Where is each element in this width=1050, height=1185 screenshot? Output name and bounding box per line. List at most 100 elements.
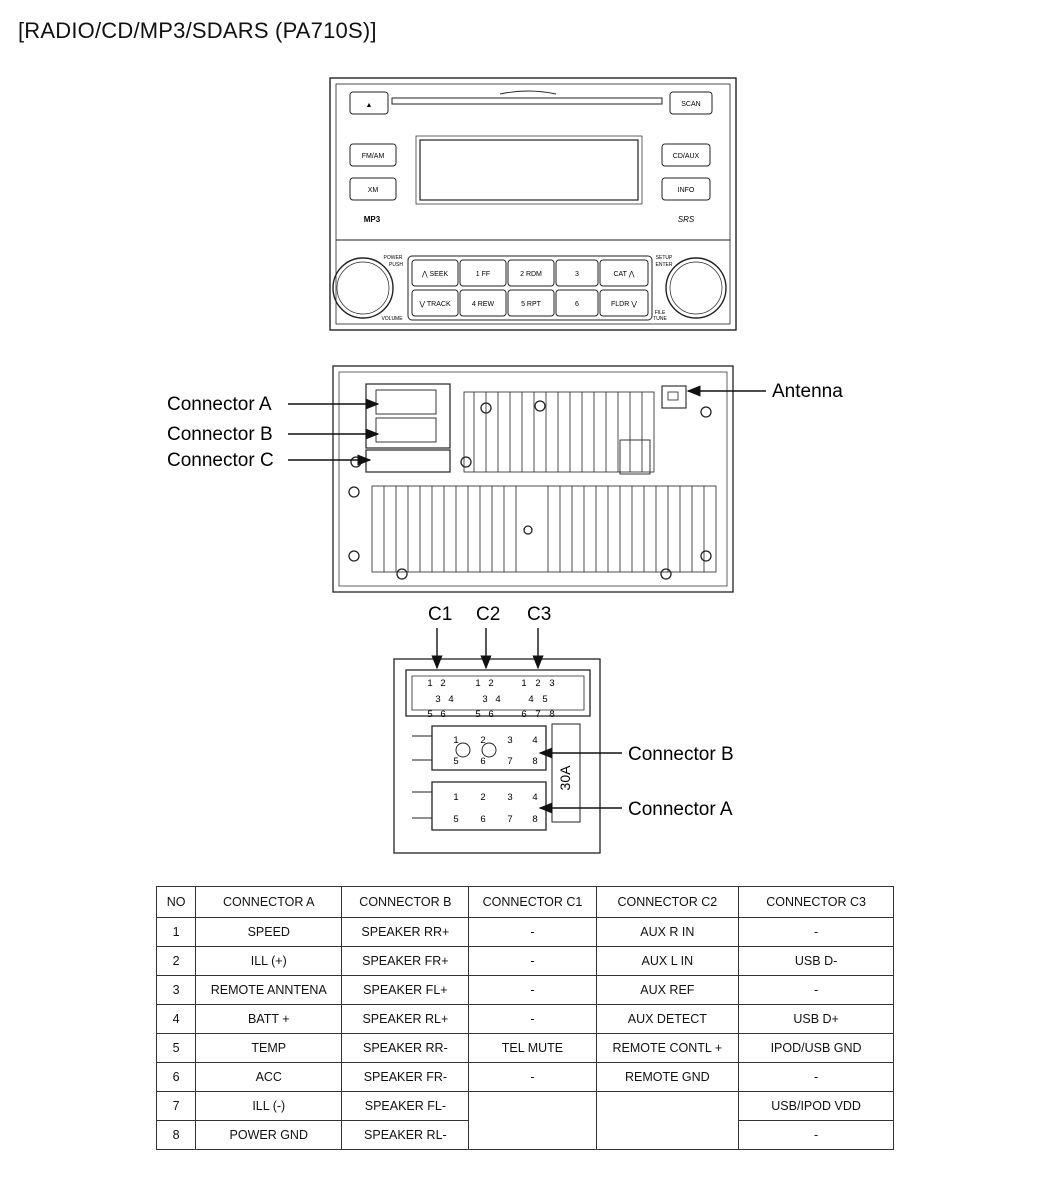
preset-1-label: 1 FF xyxy=(476,271,490,278)
fuse-label: 30A xyxy=(557,765,573,791)
cell-c2-empty xyxy=(595,1091,740,1150)
cell-no: 8 xyxy=(155,1120,197,1150)
preset-3-button[interactable]: 3 xyxy=(555,259,599,287)
srs-logo: SRS xyxy=(678,215,695,224)
connector-b-label: Connector B xyxy=(167,424,273,445)
svg-text:5: 5 xyxy=(453,756,458,767)
volume-label: VOLUME xyxy=(381,316,403,322)
table-row: 7 ILL (-) SPEAKER FL- USB/IPOD VDD xyxy=(155,1091,894,1150)
preset-2-button[interactable]: 2 RDM xyxy=(507,259,555,287)
cell-c2: AUX REF xyxy=(595,975,740,1005)
svg-text:1: 1 xyxy=(453,735,458,746)
header-connector-c3: CONNECTOR C3 xyxy=(738,886,894,918)
cd-aux-button[interactable]: CD/AUX xyxy=(661,143,711,167)
svg-text:6: 6 xyxy=(480,814,485,825)
antenna-label: Antenna xyxy=(772,381,843,402)
cell-c1: - xyxy=(468,1004,597,1034)
cell-b: SPEAKER RL+ xyxy=(341,1004,470,1034)
info-label: INFO xyxy=(678,187,695,194)
cell-b: SPEAKER RR- xyxy=(341,1033,470,1063)
cell-no: 3 xyxy=(155,975,197,1005)
cell-c3: - xyxy=(738,1062,894,1092)
cell-c1: - xyxy=(468,1062,597,1092)
detail-connector-a-label: Connector A xyxy=(628,799,733,820)
heatsink-fins xyxy=(371,391,717,573)
header-connector-a: CONNECTOR A xyxy=(195,886,343,918)
track-button[interactable]: ⋁ TRACK xyxy=(411,289,459,317)
track-label: ⋁ TRACK xyxy=(418,300,451,308)
svg-text:6: 6 xyxy=(488,709,493,720)
header-connector-c1: CONNECTOR C1 xyxy=(468,886,597,918)
svg-text:5: 5 xyxy=(475,709,480,720)
preset-5-button[interactable]: 5 RPT xyxy=(507,289,555,317)
cell-c2: REMOTE CONTL + xyxy=(595,1033,740,1063)
cell-c1: - xyxy=(468,946,597,976)
cell-b: SPEAKER RL- xyxy=(341,1120,470,1150)
cell-b: SPEAKER FL- xyxy=(341,1091,470,1121)
header-no: NO xyxy=(155,886,197,918)
mp3-logo: MP3 xyxy=(364,215,381,224)
svg-text:8: 8 xyxy=(532,756,537,767)
preset-grid xyxy=(407,255,653,321)
cell-a: ILL (-) xyxy=(195,1091,343,1121)
cell-c2: AUX L IN xyxy=(595,946,740,976)
svg-text:6: 6 xyxy=(521,709,526,720)
cell-no: 7 xyxy=(155,1091,197,1121)
svg-text:1: 1 xyxy=(475,678,480,689)
tune-knob[interactable] xyxy=(665,257,727,319)
cell-a: ILL (+) xyxy=(195,946,343,976)
volume-knob[interactable] xyxy=(332,257,394,319)
cell-c1: - xyxy=(468,975,597,1005)
eject-icon: ▲ xyxy=(366,102,373,109)
svg-text:4: 4 xyxy=(532,735,537,746)
preset-4-button[interactable]: 4 REW xyxy=(459,289,507,317)
cat-button[interactable]: CAT ⋀ xyxy=(599,259,649,287)
cell-a: REMOTE ANNTENA xyxy=(195,975,343,1005)
svg-text:3: 3 xyxy=(435,694,440,705)
rear-labels: Connector A Connector B Connector C Ante… xyxy=(167,381,843,471)
cell-no: 6 xyxy=(155,1062,197,1092)
table-row: 4 BATT + SPEAKER RL+ - AUX DETECT USB D+ xyxy=(155,1004,894,1034)
svg-text:4: 4 xyxy=(495,694,500,705)
info-button[interactable]: INFO xyxy=(661,177,711,201)
table-header-row: NO CONNECTOR A CONNECTOR B CONNECTOR C1 … xyxy=(155,886,894,918)
seek-button[interactable]: ⋀ SEEK xyxy=(411,259,459,287)
svg-text:4: 4 xyxy=(532,792,537,803)
svg-text:5: 5 xyxy=(453,814,458,825)
preset-1-button[interactable]: 1 FF xyxy=(459,259,507,287)
c1-label: C1 xyxy=(428,604,452,625)
scan-label: SCAN xyxy=(681,101,700,108)
connector-c-label: Connector C xyxy=(167,450,274,471)
cell-a: ACC xyxy=(195,1062,343,1092)
cell-c3: - xyxy=(738,975,894,1005)
push-label: PUSH xyxy=(389,262,403,268)
cell-no: 1 xyxy=(155,917,197,947)
table-row: 8 POWER GND SPEAKER RL- - xyxy=(155,1120,894,1150)
radio-diagram-svg: ▲ SCAN FM/AM XM CD/AUX INFO MP3 SRS xyxy=(167,77,843,854)
preset-6-label: 6 xyxy=(575,301,579,308)
cell-a: POWER GND xyxy=(195,1120,343,1150)
fm-am-button[interactable]: FM/AM xyxy=(349,143,397,167)
svg-text:8: 8 xyxy=(532,814,537,825)
xm-button[interactable]: XM xyxy=(349,177,397,201)
cell-b: SPEAKER FL+ xyxy=(341,975,470,1005)
preset-2-label: 2 RDM xyxy=(520,271,542,278)
header-connector-b: CONNECTOR B xyxy=(341,886,470,918)
cell-c2: AUX R IN xyxy=(595,917,740,947)
svg-text:3: 3 xyxy=(482,694,487,705)
fldr-button[interactable]: FLDR ⋁ xyxy=(599,289,649,317)
eject-button[interactable]: ▲ xyxy=(349,91,389,115)
svg-text:4: 4 xyxy=(448,694,453,705)
scan-button[interactable]: SCAN xyxy=(669,91,713,115)
tune-label: TUNE xyxy=(653,316,667,322)
svg-text:5: 5 xyxy=(427,709,432,720)
preset-6-button[interactable]: 6 xyxy=(555,289,599,317)
seek-label: ⋀ SEEK xyxy=(421,270,449,278)
svg-text:3: 3 xyxy=(507,792,512,803)
xm-label: XM xyxy=(368,187,379,194)
table-row: 1 SPEED SPEAKER RR+ - AUX R IN - xyxy=(155,917,894,947)
cell-no: 4 xyxy=(155,1004,197,1034)
setup-label: SETUP xyxy=(656,255,673,261)
svg-text:7: 7 xyxy=(507,756,512,767)
